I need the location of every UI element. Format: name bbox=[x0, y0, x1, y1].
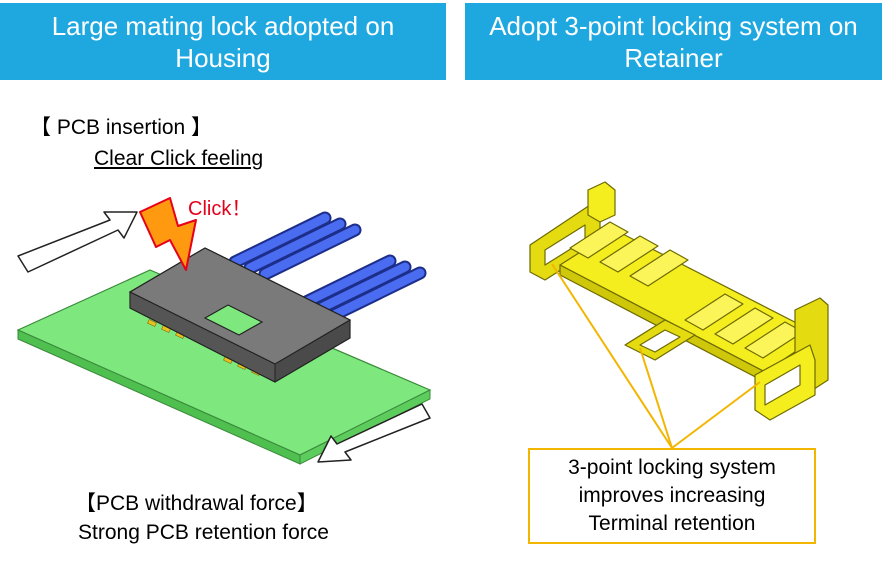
callout-line2: improves increasing bbox=[578, 484, 766, 507]
insertion-subtitle: Clear Click feeling bbox=[94, 147, 264, 170]
callout-box: 3-point locking system improves increasi… bbox=[528, 448, 816, 544]
retainer-part bbox=[529, 181, 829, 421]
left-banner-line1: Large mating lock adopted on bbox=[51, 10, 395, 41]
right-banner: Adopt 3-point locking system on Retainer bbox=[465, 3, 882, 80]
callout-line3: Terminal retention bbox=[588, 512, 756, 535]
arrow-right-icon bbox=[17, 211, 138, 273]
lightning-icon bbox=[139, 197, 197, 271]
withdrawal-heading: 【PCB withdrawal force】 bbox=[75, 492, 318, 515]
arrow-left-icon bbox=[317, 403, 431, 463]
cables bbox=[228, 211, 427, 324]
insertion-heading: 【 PCB insertion 】 bbox=[30, 116, 213, 139]
connector-housing bbox=[128, 247, 352, 383]
right-banner-line2: Retainer bbox=[624, 42, 723, 73]
left-banner: Large mating lock adopted on Housing bbox=[0, 3, 446, 80]
callout-line1: 3-point locking system bbox=[568, 456, 776, 479]
withdrawal-subtitle: Strong PCB retention force bbox=[78, 521, 329, 544]
callout-lines bbox=[551, 263, 761, 449]
left-banner-line2: Housing bbox=[175, 42, 271, 73]
click-label: Click！ bbox=[188, 198, 252, 220]
right-banner-line1: Adopt 3-point locking system on bbox=[489, 10, 858, 41]
